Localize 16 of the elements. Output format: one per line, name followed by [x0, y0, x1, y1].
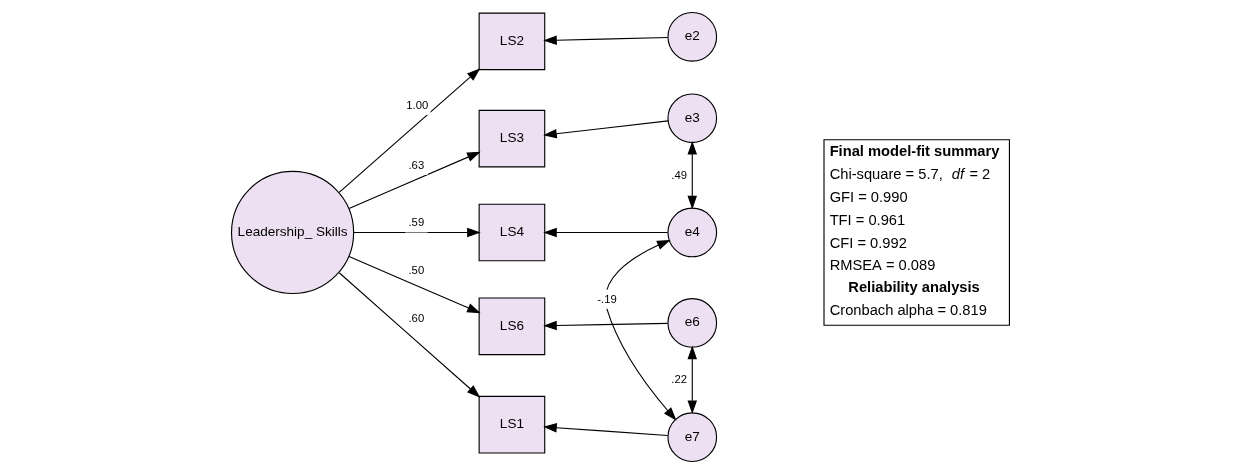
label: Reliability analysis [848, 278, 980, 295]
label: CFI = 0.992 [829, 234, 907, 251]
label: Chi-square = 5.7, df = 2 [829, 165, 991, 182]
edge-label: .50 [408, 263, 425, 276]
label: TFI = 0.961 [829, 212, 906, 229]
label: GFI = 0.990 [829, 189, 908, 206]
label: Cronbach alpha = 0.819 [829, 302, 987, 319]
label: Final model-fit summary [829, 143, 1000, 160]
edge-label: .63 [408, 158, 425, 171]
edge-label: .49 [671, 168, 688, 181]
label: RMSEA = 0.089 [829, 257, 936, 274]
edge-label: .59 [408, 216, 425, 229]
edge-label: -.19 [597, 292, 617, 305]
edge-label: .22 [671, 373, 688, 386]
edge-label: 1.00 [406, 98, 429, 111]
edge-label: .60 [408, 312, 425, 325]
